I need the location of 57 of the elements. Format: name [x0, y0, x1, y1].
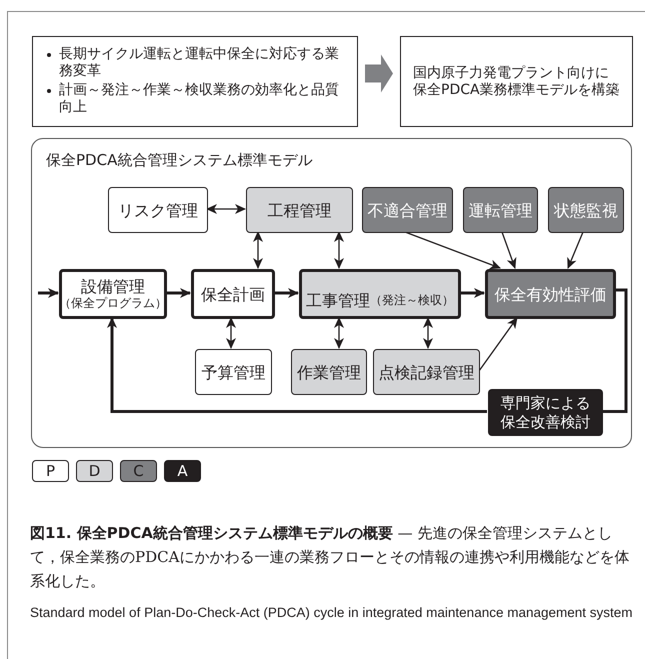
arrow	[253, 231, 263, 269]
note-box	[32, 36, 358, 127]
process-box	[195, 349, 272, 395]
box-label: 予算管理	[202, 362, 266, 382]
block-arrow	[365, 54, 393, 92]
arrow	[567, 232, 584, 269]
bullet-text: 計画～発注～作業～検収業務の効率化と品質向上	[59, 82, 339, 114]
bullet-text: 長期サイクル運転と運転中保全に対応する業務変革	[59, 46, 339, 78]
arrow	[107, 317, 487, 413]
process-box	[488, 389, 603, 436]
process-box	[108, 187, 208, 233]
arrow	[501, 232, 516, 269]
box-label: 専門家による保全改善検討	[500, 394, 592, 432]
process-box	[373, 349, 480, 395]
legend-swatch: D	[76, 460, 113, 482]
box-label: 工程管理	[268, 200, 332, 220]
arrow	[38, 288, 59, 298]
arrow	[274, 288, 299, 298]
system-frame	[31, 138, 632, 448]
process-box	[485, 269, 616, 319]
box-label: 運転管理	[468, 200, 532, 220]
legend-swatch: A	[164, 460, 201, 482]
caption: 図11. 保全PDCA統合管理システム標準モデルの概要 — 先進の保全管理システムとして，保全業務のPDCAにかかわる一連の業務フローとその情報の連携や利用機能などを体系化した。	[30, 523, 630, 592]
arrow	[166, 288, 191, 298]
arrow	[478, 317, 518, 372]
english-caption: Standard model of Plan-Do-Check-Act (PDCA) cycle in integrated maintenance management system	[30, 604, 634, 622]
box-label: 工事管理	[306, 291, 370, 310]
arrow	[206, 204, 246, 214]
arrow	[404, 231, 501, 270]
legend-swatch: P	[32, 460, 69, 482]
process-box	[362, 187, 453, 233]
box-label: 点検記録管理	[378, 362, 474, 382]
process-box	[299, 269, 461, 319]
arrow	[334, 231, 344, 269]
arrow	[423, 317, 433, 349]
process-box	[246, 187, 353, 233]
box-label: 保全有効性評価	[494, 284, 606, 304]
box-sublabel: （発注～検収）	[370, 293, 454, 308]
note-box	[400, 36, 633, 127]
box-label: 設備管理	[81, 277, 145, 296]
legend-swatch: C	[120, 460, 157, 482]
box-label: リスク管理	[118, 200, 198, 220]
arrow	[460, 288, 485, 298]
process-box	[548, 187, 624, 233]
arrow	[226, 317, 236, 349]
process-box	[59, 269, 167, 319]
arrow	[334, 317, 344, 349]
box-label: 状態監視	[554, 200, 618, 220]
box-label: 作業管理	[297, 362, 361, 382]
box-label: 保全計画	[201, 284, 265, 304]
process-box	[291, 349, 367, 395]
process-box	[463, 187, 538, 233]
frame-title: 保全PDCA統合管理システム標準モデル	[46, 150, 312, 171]
note-text: 国内原子力発電プラント向けに保全PDCA業務標準モデルを構築	[413, 64, 620, 98]
box-label: 不適合管理	[368, 200, 448, 220]
box-sublabel: （保全プログラム）	[59, 296, 167, 311]
process-box	[191, 269, 275, 319]
